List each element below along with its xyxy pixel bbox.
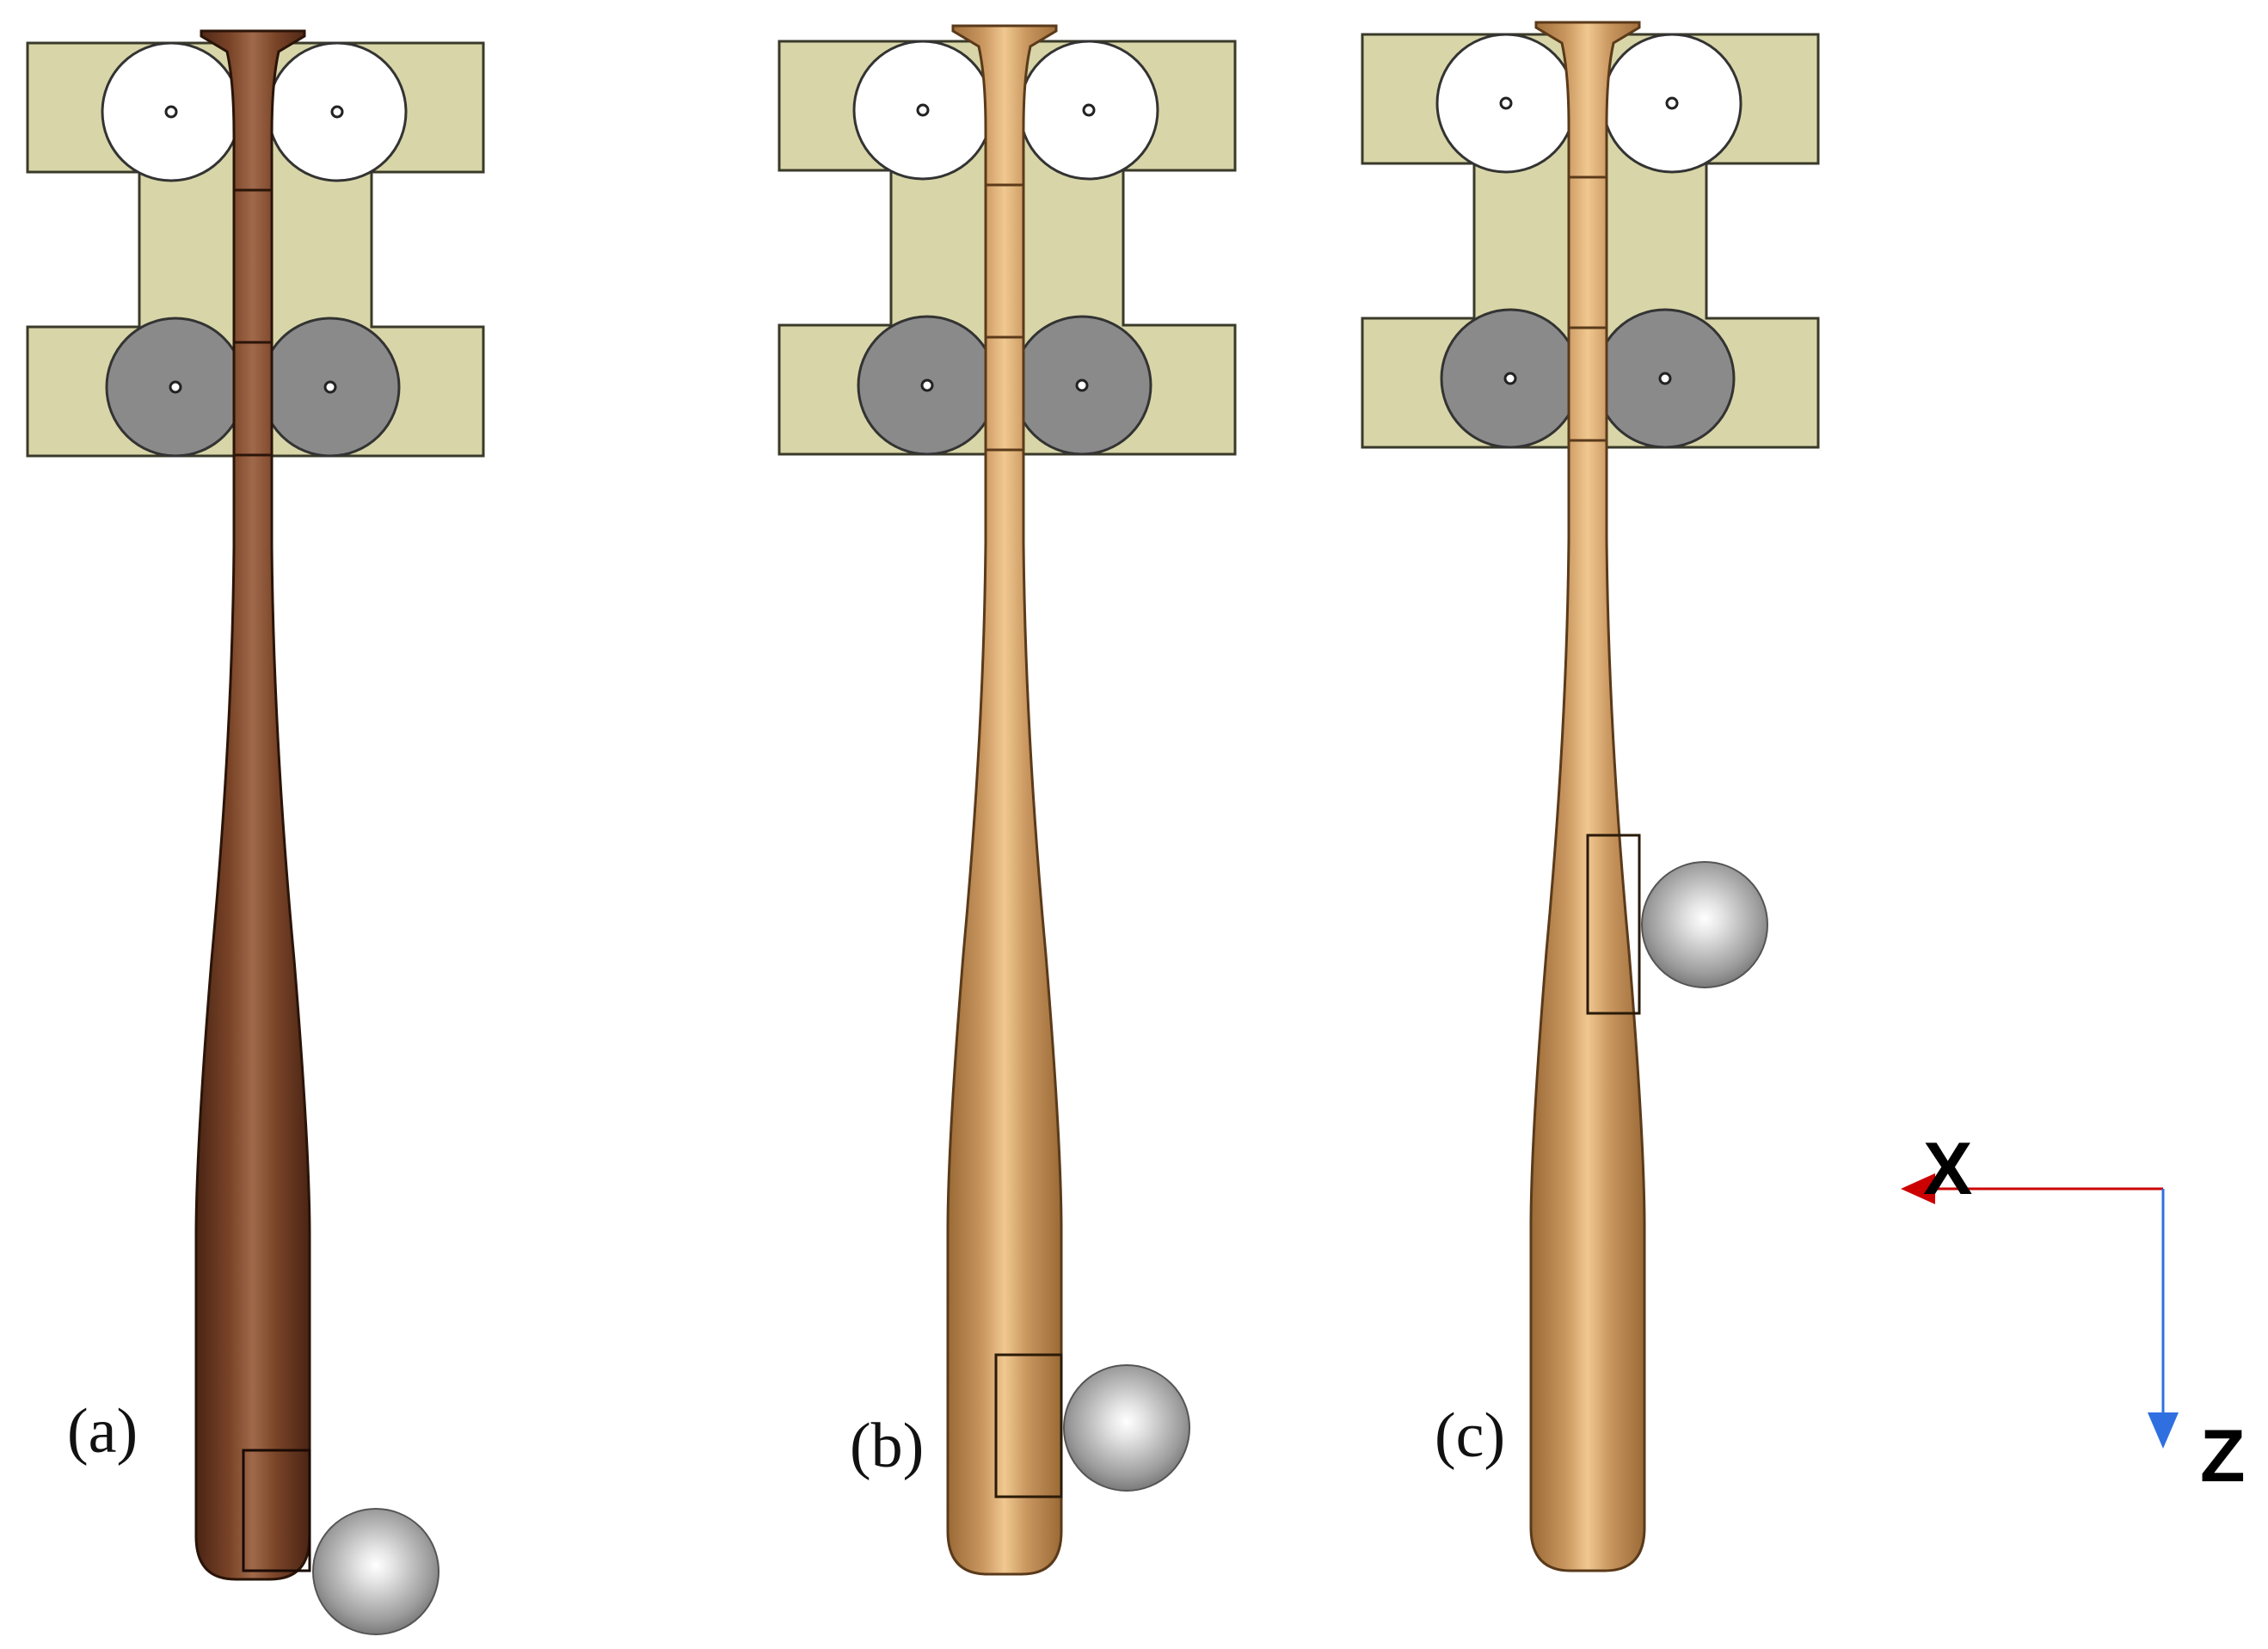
panel-label-c: (c): [1435, 1400, 1505, 1471]
panel-label-b: (b): [850, 1411, 924, 1481]
ball-a: [312, 1508, 439, 1635]
z-axis-label: Z: [2200, 1415, 2246, 1498]
bat-a: [194, 29, 311, 1581]
bat-c: [1529, 21, 1646, 1572]
bat-b: [946, 24, 1063, 1576]
coordinate-axes: X Z: [1901, 1128, 2246, 1498]
panel-label-a: (a): [67, 1396, 138, 1467]
ball-b: [1063, 1364, 1190, 1492]
x-axis-label: X: [1923, 1128, 1972, 1210]
ball-c: [1641, 861, 1768, 988]
z-axis-arrow: [2148, 1412, 2179, 1449]
x-axis-arrow: [1901, 1173, 1935, 1204]
